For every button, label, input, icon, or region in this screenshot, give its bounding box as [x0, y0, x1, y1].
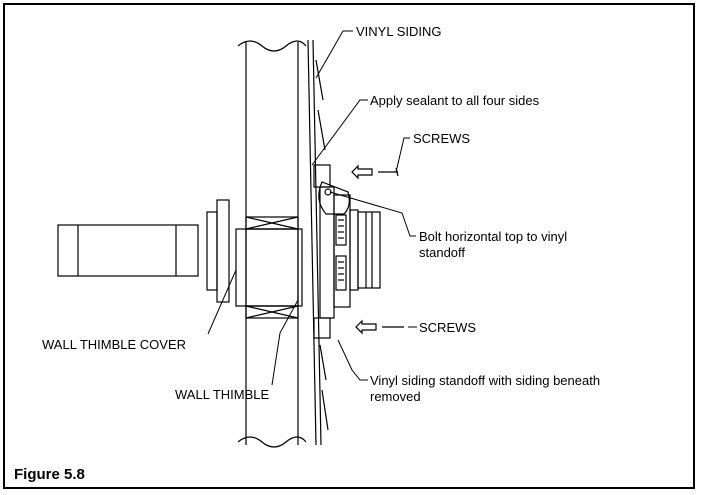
wall-thimble	[235, 228, 303, 307]
label-wall-thimble-cover: WALL THIMBLE COVER	[42, 337, 186, 352]
thimble-cover-flange	[206, 199, 230, 303]
label-standoff-line2: removed	[370, 389, 421, 404]
leader-lines	[207, 30, 417, 386]
label-wall-thimble: WALL THIMBLE	[175, 387, 270, 402]
figure-caption: Figure 5.8	[14, 466, 85, 483]
vinyl-siding	[307, 39, 329, 446]
label-vinyl-siding: VINYL SIDING	[356, 24, 442, 39]
label-standoff-line1: Vinyl siding standoff with siding beneat…	[370, 373, 601, 388]
label-screws-top: SCREWS	[413, 131, 471, 146]
thimble-cover-pipe	[57, 224, 199, 277]
figure-frame	[3, 3, 695, 489]
label-sealant: Apply sealant to all four sides	[370, 93, 540, 108]
termination-cap	[318, 181, 381, 308]
label-bolt-line2: standoff	[419, 245, 466, 260]
screw-arrow-bottom	[355, 319, 404, 335]
screw-arrow-top	[351, 164, 399, 180]
label-bolt-line1: Bolt horizontal top to vinyl	[419, 229, 568, 244]
label-screws-bottom: SCREWS	[419, 320, 477, 335]
